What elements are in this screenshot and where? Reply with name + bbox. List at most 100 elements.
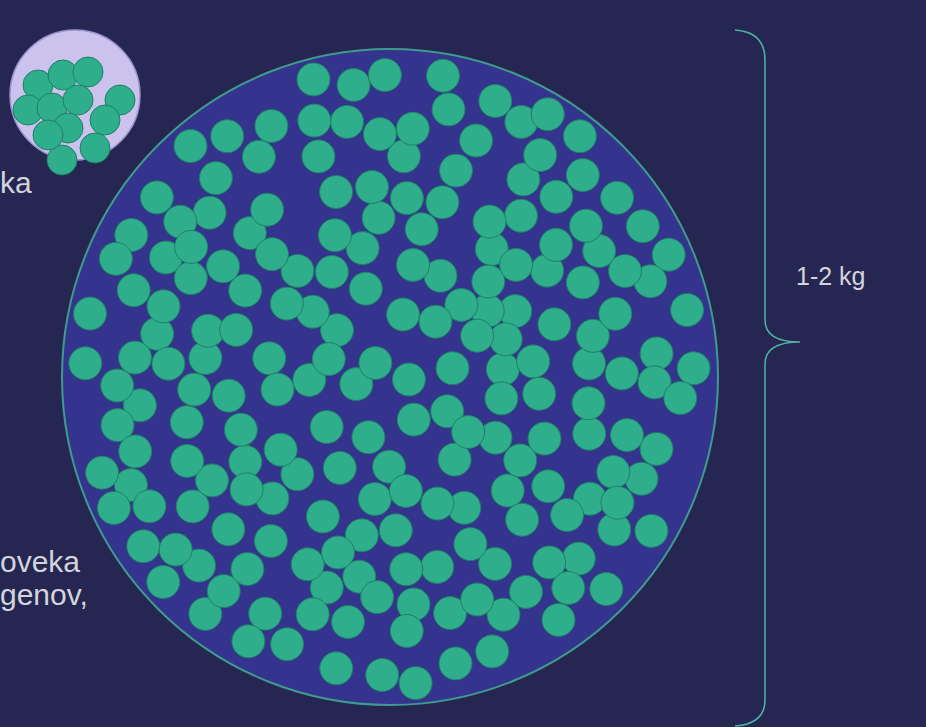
green-dot (570, 209, 603, 242)
green-dot (390, 553, 423, 586)
cut-label: genov, (0, 578, 88, 611)
green-dot (436, 352, 469, 385)
green-dot (664, 382, 697, 415)
green-dot (479, 85, 512, 118)
green-dot (322, 536, 355, 569)
green-dot (193, 196, 226, 229)
green-dot (261, 373, 294, 406)
green-dot (601, 181, 634, 214)
green-dot (320, 176, 353, 209)
green-dot (254, 525, 287, 558)
green-dot (677, 352, 710, 385)
green-dot (256, 238, 289, 271)
large-circle (62, 49, 718, 705)
green-dot (540, 228, 573, 261)
green-dot (318, 219, 351, 252)
green-dot (175, 230, 208, 263)
green-dot (332, 606, 365, 639)
green-dot (170, 406, 203, 439)
green-dot (387, 298, 420, 331)
green-dot (306, 500, 339, 533)
green-dot (33, 120, 63, 150)
green-dot (419, 305, 452, 338)
green-dot (461, 319, 494, 352)
green-dot (80, 133, 110, 163)
green-dot (99, 242, 132, 275)
green-dot (611, 419, 644, 452)
green-dot (73, 57, 103, 87)
green-dot (396, 112, 429, 145)
green-dot (551, 499, 584, 532)
green-dot (405, 213, 438, 246)
green-dot (117, 274, 150, 307)
green-dot (506, 503, 539, 536)
green-dot (63, 85, 93, 115)
green-dot (532, 470, 565, 503)
green-dot (542, 603, 575, 636)
green-dot (297, 63, 330, 96)
green-dot (101, 369, 134, 402)
small-circle (10, 30, 140, 160)
green-dot (439, 647, 472, 680)
green-dot (572, 387, 605, 420)
green-dot (454, 528, 487, 561)
green-dot (562, 542, 595, 575)
green-dot (97, 491, 130, 524)
green-dot (625, 462, 658, 495)
green-dot (251, 193, 284, 226)
green-dot (640, 337, 673, 370)
green-dot (426, 186, 459, 219)
green-dot (232, 625, 265, 658)
green-dot (476, 635, 509, 668)
green-dot (421, 487, 454, 520)
green-dot (460, 124, 493, 157)
green-dot (140, 181, 173, 214)
green-dot (452, 416, 485, 449)
green-dot (599, 297, 632, 330)
green-dot (473, 205, 506, 238)
green-dot (74, 297, 107, 330)
green-dot (211, 120, 244, 153)
green-dot (315, 256, 348, 289)
green-dot (626, 210, 659, 243)
green-dot (390, 615, 423, 648)
green-dot (331, 105, 364, 138)
green-dot (605, 357, 638, 390)
green-dot (485, 382, 518, 415)
green-dot (159, 533, 192, 566)
green-dot (635, 514, 668, 547)
green-dot (212, 513, 245, 546)
green-dot (379, 514, 412, 547)
green-dot (590, 573, 623, 606)
green-dot (220, 313, 253, 346)
green-dot (421, 550, 454, 583)
green-dot (320, 652, 353, 685)
green-dot (291, 548, 324, 581)
green-dot (312, 343, 345, 376)
green-dot (392, 363, 425, 396)
green-dot (310, 411, 343, 444)
green-dot (133, 490, 166, 523)
green-dot (352, 421, 385, 454)
green-dot (207, 250, 240, 283)
curly-bracket (735, 30, 800, 726)
green-dot (524, 139, 557, 172)
green-dot (171, 444, 204, 477)
green-dot (566, 159, 599, 192)
green-dot (230, 473, 263, 506)
green-dot (255, 110, 288, 143)
green-dot (147, 566, 180, 599)
green-dot (640, 432, 673, 465)
green-dot (531, 98, 564, 131)
green-dot (461, 583, 494, 616)
green-dot (90, 105, 120, 135)
green-dot (337, 68, 370, 101)
green-dot (389, 475, 422, 508)
green-dot (489, 323, 522, 356)
green-dot (472, 265, 505, 298)
green-dot (361, 581, 394, 614)
green-dot (366, 659, 399, 692)
green-dot (199, 162, 232, 195)
green-dot (566, 266, 599, 299)
